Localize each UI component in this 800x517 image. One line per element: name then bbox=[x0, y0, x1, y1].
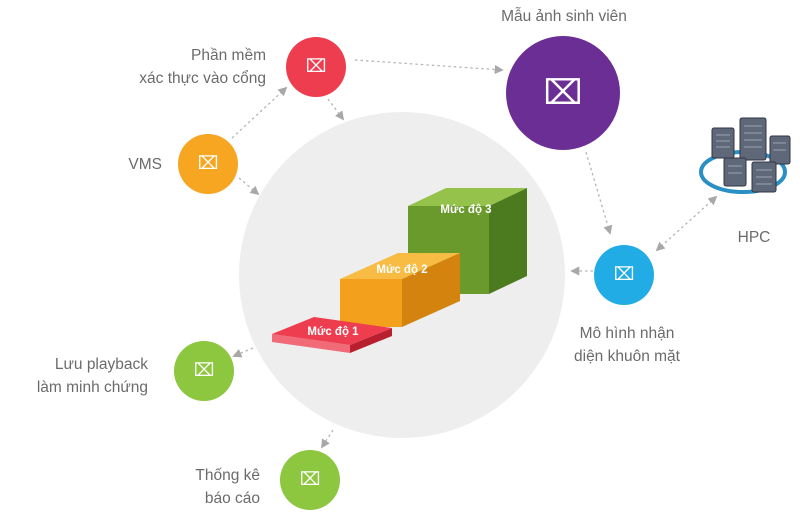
student-photos-node: ⌧ bbox=[506, 36, 620, 150]
step-level-1-label: Mức độ 1 bbox=[307, 326, 359, 338]
report-node: ⌧ bbox=[280, 450, 340, 510]
connector-photos-to-face bbox=[585, 151, 613, 235]
broken-image-icon: ⌧ bbox=[197, 153, 219, 174]
connector-gate-to-center bbox=[327, 98, 345, 121]
server-cluster-icon bbox=[699, 117, 791, 194]
playback-label: Lưu playback làm minh chứng bbox=[10, 353, 148, 399]
step-level-1 bbox=[272, 317, 392, 353]
report-label-line-2: báo cáo bbox=[204, 490, 260, 507]
connector-gate-to-photos bbox=[354, 59, 504, 75]
gate-software-label-line-1: Phần mềm bbox=[191, 47, 266, 64]
playback-node: ⌧ bbox=[174, 341, 234, 401]
face-model-label: Mô hình nhận diện khuôn mặt bbox=[552, 322, 702, 368]
broken-image-icon: ⌧ bbox=[193, 360, 215, 381]
broken-image-icon: ⌧ bbox=[543, 73, 583, 113]
student-photos-label: Mẫu ảnh sinh viên bbox=[501, 8, 627, 25]
gate-software-label: Phần mềm xác thực vào cổng bbox=[90, 44, 266, 90]
report-label-line-1: Thống kê bbox=[195, 467, 260, 484]
connectors bbox=[231, 59, 718, 449]
report-label: Thống kê báo cáo bbox=[160, 464, 260, 510]
broken-image-icon: ⌧ bbox=[299, 469, 321, 490]
connector-vms-to-center bbox=[238, 177, 260, 196]
step-level-2-label: Mức độ 2 bbox=[376, 264, 427, 276]
broken-image-icon: ⌧ bbox=[613, 264, 635, 285]
connector-center-to-playback bbox=[232, 347, 254, 358]
broken-image-icon: ⌧ bbox=[305, 56, 327, 77]
step-level-3-label: Mức độ 3 bbox=[440, 204, 491, 216]
connector-center-to-report bbox=[321, 429, 334, 449]
vms-label: VMS bbox=[128, 156, 162, 173]
playback-label-line-1: Lưu playback bbox=[54, 356, 148, 373]
vms-node: ⌧ bbox=[178, 134, 238, 194]
connector-vms-to-gate bbox=[231, 86, 288, 139]
playback-label-line-2: làm minh chứng bbox=[36, 379, 148, 396]
hpc-label: HPC bbox=[737, 229, 771, 246]
face-model-label-line-1: Mô hình nhận bbox=[579, 325, 675, 342]
connector-hpc-face bbox=[655, 195, 718, 252]
gate-software-node: ⌧ bbox=[286, 37, 346, 97]
step-level-2 bbox=[340, 253, 460, 327]
gate-software-label-line-2: xác thực vào cổng bbox=[139, 70, 266, 87]
face-model-label-line-2: diện khuôn mặt bbox=[574, 348, 680, 365]
face-model-node: ⌧ bbox=[594, 245, 654, 305]
